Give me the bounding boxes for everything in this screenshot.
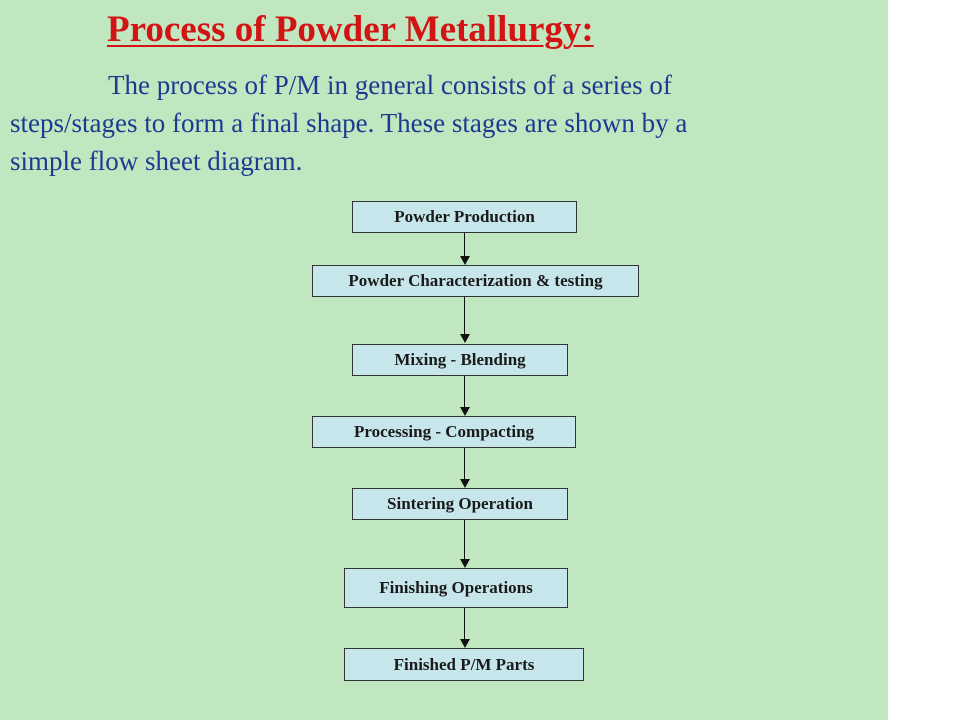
step-powder-characterization: Powder Characterization & testing [312, 265, 639, 297]
step-processing-compacting: Processing - Compacting [312, 416, 576, 448]
slide-title: Process of Powder Metallurgy: [107, 9, 594, 50]
intro-paragraph: The process of P/M in general consists o… [10, 66, 870, 180]
intro-line-3: simple flow sheet diagram. [10, 146, 303, 176]
step-sintering-operation: Sintering Operation [352, 488, 568, 520]
step-mixing-blending: Mixing - Blending [352, 344, 568, 376]
intro-line-1: The process of P/M in general consists o… [108, 70, 672, 100]
slide: Process of Powder Metallurgy: The proces… [0, 0, 888, 720]
step-finishing-operations: Finishing Operations [344, 568, 568, 608]
step-finished-parts: Finished P/M Parts [344, 648, 584, 681]
step-powder-production: Powder Production [352, 201, 577, 233]
intro-line-2: steps/stages to form a final shape. Thes… [10, 108, 688, 138]
